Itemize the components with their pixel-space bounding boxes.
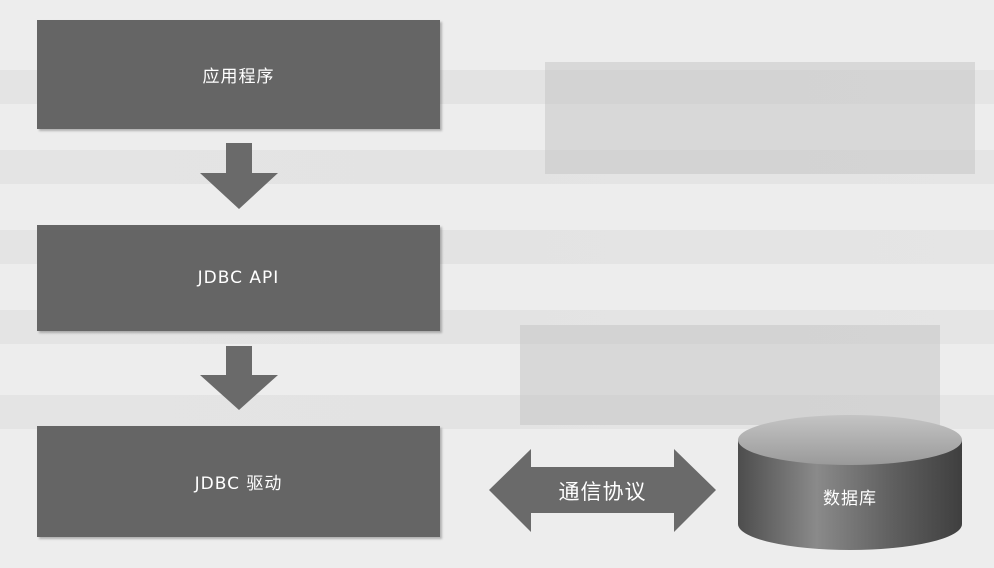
application-box: 应用程序 xyxy=(37,20,440,129)
down-arrow-icon xyxy=(200,346,278,410)
jdbc-api-label: JDBC API xyxy=(197,268,280,288)
background-stripe xyxy=(0,150,994,184)
down-arrow-icon xyxy=(200,143,278,209)
database-cylinder-icon xyxy=(738,415,962,550)
background-ghost-box xyxy=(520,325,940,425)
jdbc-driver-box: JDBC 驱动 xyxy=(37,426,440,537)
jdbc-driver-label: JDBC 驱动 xyxy=(194,474,283,494)
database-label: 数据库 xyxy=(823,488,877,509)
protocol-label: 通信协议 xyxy=(558,480,647,504)
background-ghost-box xyxy=(545,62,975,174)
double-headed-arrow-icon xyxy=(489,449,716,532)
jdbc-api-box: JDBC API xyxy=(37,225,440,331)
application-label: 应用程序 xyxy=(202,67,275,87)
